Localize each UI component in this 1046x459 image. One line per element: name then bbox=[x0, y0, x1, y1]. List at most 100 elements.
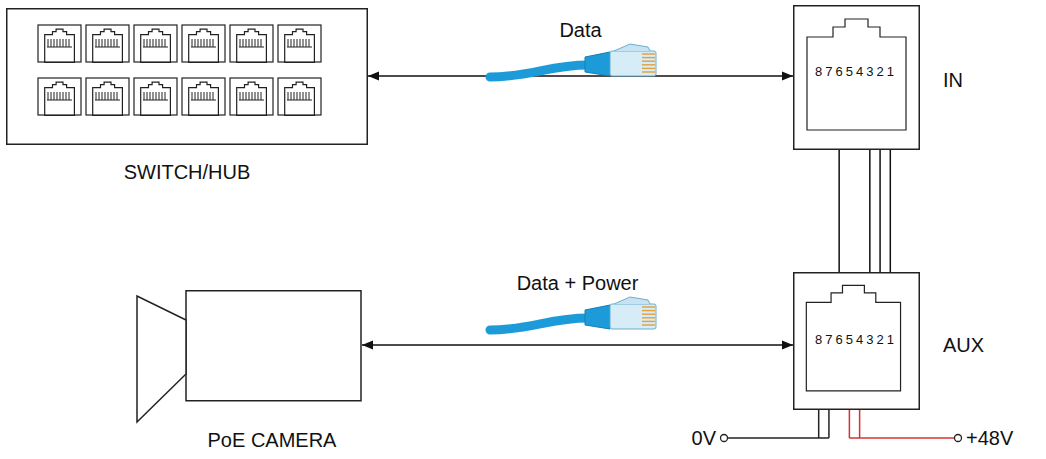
port-contact bbox=[255, 39, 256, 47]
port-contact bbox=[69, 39, 70, 47]
plug-contact bbox=[642, 317, 655, 318]
cable-jacket bbox=[490, 65, 588, 77]
port-contact bbox=[287, 47, 312, 48]
port-contact bbox=[300, 39, 301, 47]
port-contact bbox=[63, 92, 64, 100]
port-contact bbox=[288, 92, 289, 100]
port-outline bbox=[38, 25, 81, 62]
port-contact bbox=[192, 39, 193, 47]
switch-hub-outline bbox=[6, 8, 368, 145]
port-contact bbox=[258, 39, 259, 47]
port-contact bbox=[210, 92, 211, 100]
cable-boot bbox=[585, 305, 610, 329]
port-opening bbox=[237, 29, 267, 62]
port-contact bbox=[300, 92, 301, 100]
port-contact bbox=[288, 39, 289, 47]
rj45-jack: 87654321IN bbox=[793, 5, 920, 150]
plug-contact bbox=[642, 321, 655, 322]
port-contact bbox=[99, 39, 100, 47]
port-contact bbox=[143, 100, 168, 101]
port-label: AUX bbox=[943, 333, 984, 357]
terminal-label: +48V bbox=[966, 426, 1013, 450]
connector bbox=[368, 75, 793, 77]
port-outline bbox=[86, 78, 129, 115]
housing-outline bbox=[7, 9, 368, 145]
port-contact bbox=[108, 39, 109, 47]
port-contact bbox=[153, 39, 154, 47]
plug-contact bbox=[642, 306, 655, 307]
port-contact bbox=[258, 92, 259, 100]
device-label: PoE CAMERA bbox=[208, 428, 337, 452]
port-contact bbox=[105, 92, 106, 100]
connector bbox=[362, 344, 793, 346]
port-outline bbox=[86, 25, 129, 62]
port-contact bbox=[69, 92, 70, 100]
port-contact bbox=[95, 100, 120, 101]
port-contact bbox=[60, 39, 61, 47]
port-contact bbox=[162, 92, 163, 100]
port-contact bbox=[63, 39, 64, 47]
port-contact bbox=[204, 39, 205, 47]
port-contact bbox=[48, 39, 49, 47]
port-contact bbox=[99, 92, 100, 100]
port-outline bbox=[278, 78, 321, 115]
jack-opening bbox=[806, 285, 900, 391]
port-contact bbox=[156, 92, 157, 100]
port-contact bbox=[47, 100, 72, 101]
port-contact bbox=[191, 100, 216, 101]
edge-label: Data + Power bbox=[514, 271, 642, 295]
ground-wire bbox=[728, 437, 829, 439]
port-contact bbox=[114, 39, 115, 47]
port-contact bbox=[309, 92, 310, 100]
camera-lens bbox=[137, 296, 186, 422]
port-contact bbox=[207, 39, 208, 47]
port-contact bbox=[240, 92, 241, 100]
pin-numbers: 87654321 bbox=[815, 332, 897, 348]
port-contact bbox=[150, 92, 151, 100]
port-contact bbox=[291, 39, 292, 47]
port-contact bbox=[147, 92, 148, 100]
port-contact bbox=[294, 39, 295, 47]
port-opening bbox=[93, 29, 123, 62]
port-contact bbox=[297, 39, 298, 47]
port-contact bbox=[150, 39, 151, 47]
port-contact bbox=[159, 92, 160, 100]
port-contact bbox=[144, 92, 145, 100]
cable-jacket bbox=[490, 318, 588, 330]
port-contact bbox=[162, 39, 163, 47]
port-outline bbox=[278, 25, 321, 62]
port-contact bbox=[108, 92, 109, 100]
port-outline bbox=[230, 25, 273, 62]
port-contact bbox=[111, 92, 112, 100]
port-contact bbox=[249, 39, 250, 47]
jack-opening bbox=[807, 19, 906, 130]
terminal bbox=[955, 435, 962, 442]
port-contact bbox=[191, 47, 216, 48]
port-outline bbox=[134, 25, 177, 62]
port-contact bbox=[159, 39, 160, 47]
port-contact bbox=[51, 92, 52, 100]
jack-housing bbox=[794, 273, 920, 410]
plug-contact bbox=[642, 53, 655, 54]
device-label: SWITCH/HUB bbox=[124, 160, 251, 184]
port-contact bbox=[261, 92, 262, 100]
plug-contact bbox=[642, 314, 655, 315]
port-contact bbox=[117, 39, 118, 47]
port-contact bbox=[165, 92, 166, 100]
port-opening bbox=[141, 82, 171, 115]
port-opening bbox=[189, 29, 219, 62]
port-opening bbox=[45, 82, 75, 115]
port-contact bbox=[306, 92, 307, 100]
port-contact bbox=[303, 39, 304, 47]
port-contact bbox=[66, 92, 67, 100]
jack-housing bbox=[794, 6, 920, 150]
terminal bbox=[721, 435, 728, 442]
plug-body bbox=[610, 304, 656, 329]
power-wire bbox=[849, 437, 954, 439]
port-contact bbox=[306, 39, 307, 47]
port-contact bbox=[243, 92, 244, 100]
poe-camera-outline bbox=[135, 290, 362, 425]
poe-camera: PoE CAMERA bbox=[135, 290, 362, 425]
edge-label: Data bbox=[556, 18, 604, 42]
port-contact bbox=[297, 92, 298, 100]
